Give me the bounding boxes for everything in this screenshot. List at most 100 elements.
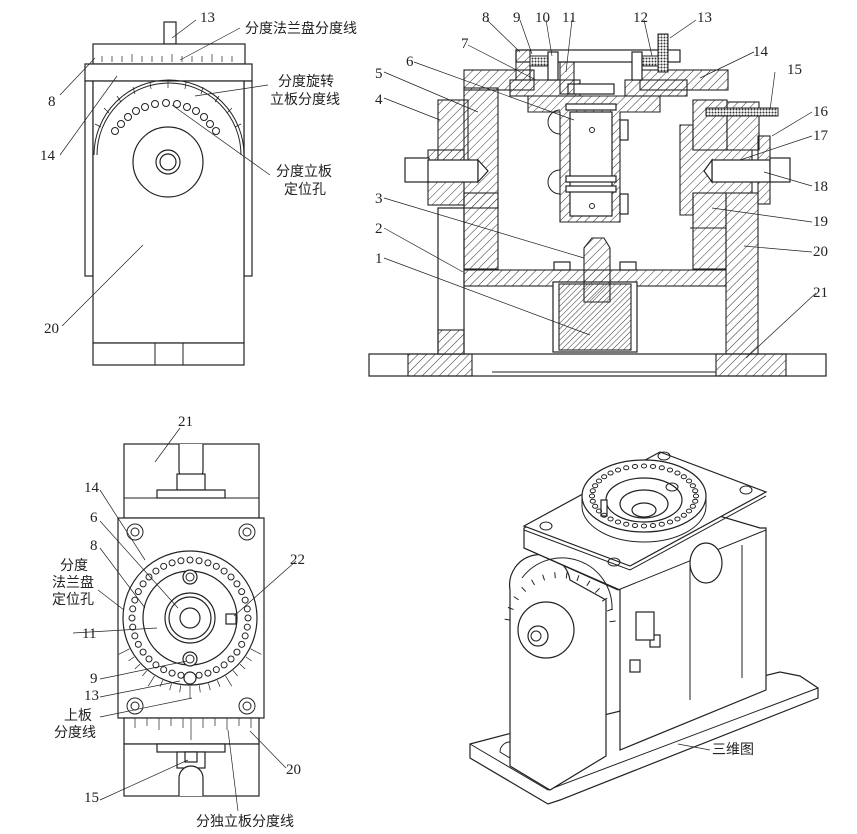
- iso-hole: [680, 474, 687, 480]
- label-4: 4: [375, 92, 383, 108]
- label-13: 13: [697, 10, 712, 26]
- label-10: 10: [535, 10, 550, 26]
- label-20: 20: [44, 321, 59, 337]
- scale-tick: [245, 656, 252, 662]
- iso-hole: [674, 516, 681, 522]
- iso-hole: [680, 512, 687, 518]
- iso-scale-tick: [504, 618, 511, 621]
- label-19: 19: [813, 214, 828, 230]
- iso-hole: [595, 478, 603, 484]
- label-16: 16: [813, 104, 829, 120]
- scale-tick: [239, 663, 246, 670]
- locating-hole: [244, 614, 252, 622]
- rotary-scale-ticks: [94, 80, 242, 128]
- label-5: 5: [375, 66, 383, 82]
- locating-hole: [233, 580, 241, 588]
- annotation-flange-scale: 分度法兰盘分度线: [245, 20, 357, 37]
- locating-hole: [145, 655, 153, 663]
- label-9: 9: [513, 10, 521, 26]
- iso-hole: [631, 523, 639, 529]
- iso-hole: [692, 493, 700, 499]
- locating-hole: [134, 588, 142, 596]
- upright-20: [725, 192, 759, 355]
- scale-tick: [225, 675, 233, 687]
- iso-hole: [658, 465, 665, 471]
- locating-hole: [243, 605, 251, 613]
- iso-hole: [666, 467, 674, 473]
- iso-flange-holes: [588, 463, 700, 529]
- iso-scale-tick: [513, 596, 519, 601]
- annotation-flange-hole-1: 分度: [60, 558, 88, 574]
- flange-scale-ticks: [101, 54, 233, 62]
- iso-hole: [692, 498, 699, 504]
- locating-hole: [129, 605, 137, 613]
- locating-hole: [238, 588, 246, 596]
- locating-hole: [241, 632, 249, 640]
- locating-hole: [238, 640, 246, 648]
- locating-hole: [168, 669, 176, 677]
- screw-15: [705, 107, 779, 117]
- label-21: 21: [813, 285, 828, 301]
- label-17: 17: [813, 128, 829, 144]
- locating-hole: [212, 562, 220, 570]
- label-14: 14: [84, 480, 100, 496]
- upper-plate-scale-ticks: [118, 648, 262, 698]
- iso-hole: [623, 521, 630, 527]
- iso-hole: [589, 498, 596, 504]
- locating-hole: [160, 666, 168, 674]
- pin-13: [183, 671, 197, 685]
- iso-hole: [631, 463, 639, 469]
- screw-12: [631, 51, 643, 81]
- locating-hole: [139, 580, 147, 588]
- label-13: 13: [84, 688, 99, 704]
- iso-scale-tick: [542, 574, 546, 581]
- iso-hole: [649, 523, 657, 529]
- annotation-flange-hole-3: 定位孔: [52, 592, 94, 608]
- scale-tick: [159, 680, 164, 687]
- flange-locating-holes: [128, 556, 252, 680]
- locating-hole: [139, 648, 147, 656]
- locating-hole: [131, 596, 139, 604]
- scale-tick: [250, 648, 262, 655]
- iso-scale-tick: [576, 575, 580, 582]
- top-view: 21 14 6 8 分度 法兰盘 定位孔 11 9 13 上板 分度线 22 2…: [52, 414, 305, 830]
- iso-hole: [685, 478, 693, 484]
- top-view-leader-lines: [72, 427, 297, 812]
- locating-hole: [204, 559, 212, 567]
- iso-hole: [595, 508, 603, 514]
- pin-3: [583, 237, 611, 303]
- label-7: 7: [461, 36, 469, 52]
- label-22: 22: [290, 552, 305, 568]
- iso-scale-tick: [595, 588, 600, 593]
- iso-hole: [592, 503, 599, 509]
- locating-hole: [220, 661, 228, 669]
- side-rail-right: [243, 80, 253, 277]
- iso-hole: [614, 519, 622, 525]
- label-13: 13: [200, 10, 215, 26]
- annotation-plate-hole-2: 定位孔: [284, 182, 326, 198]
- iso-hole: [607, 516, 614, 522]
- block-5: [463, 87, 499, 209]
- locating-hole: [168, 559, 176, 567]
- section-view: 1 2 3 4 5 6 7 8 9 10 11 12 13 14 15 16 1…: [368, 10, 829, 377]
- iso-hole: [601, 474, 608, 480]
- label-12: 12: [633, 10, 648, 26]
- annotation-flange-hole-2: 法兰盘: [52, 574, 94, 591]
- pin-9-top: [182, 569, 198, 585]
- iso-scale-tick: [609, 620, 616, 623]
- scale-tick: [208, 683, 211, 691]
- section-leader-lines: [383, 19, 817, 359]
- locating-hole: [129, 623, 137, 631]
- scale-tick: [216, 680, 221, 687]
- iso-hole: [692, 488, 699, 494]
- iso-hole: [588, 493, 596, 499]
- scale-tick: [147, 675, 155, 687]
- annotation-upper-scale-1: 上板: [64, 708, 92, 724]
- iso-scale-tick: [554, 572, 556, 579]
- iso-hole: [666, 519, 674, 525]
- iso-hole: [689, 503, 696, 509]
- iso-scale-tick: [531, 579, 535, 586]
- ring-11: [559, 61, 575, 95]
- label-8: 8: [482, 10, 490, 26]
